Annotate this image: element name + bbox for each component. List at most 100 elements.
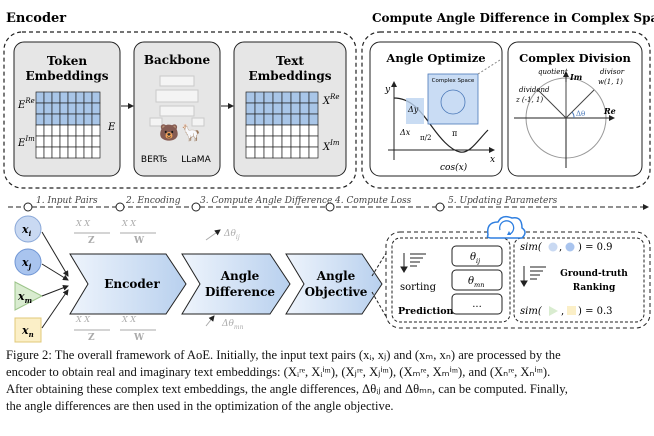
dx-label: Δx xyxy=(399,128,411,137)
svg-text:X X: X X xyxy=(75,315,90,324)
cos-label: cos(x) xyxy=(440,162,468,173)
svg-text:X X: X X xyxy=(75,219,90,228)
grid-cell xyxy=(75,135,85,148)
grid-cell xyxy=(43,146,53,159)
svg-text:xj: xj xyxy=(21,256,32,271)
flow-chevrons: Encoder Angle Difference Angle Objective xyxy=(69,253,383,315)
grid-cell xyxy=(299,113,310,126)
sim-top-value: ) = 0.9 xyxy=(578,242,613,253)
quotient-label: quotient xyxy=(538,68,568,76)
grid-cell xyxy=(281,113,292,126)
grid-cell xyxy=(290,113,301,126)
grid-cell xyxy=(263,102,274,115)
complex-panel: Compute Angle Difference in Complex Spac… xyxy=(361,11,654,189)
sorting-label: sorting xyxy=(400,282,437,293)
caption-line-2: encoder to obtain real and imaginary tex… xyxy=(6,365,551,379)
angle-optimize-box: Angle Optimize Complex Space y x Δy Δx π… xyxy=(369,41,503,177)
caption-line-1: Figure 2: The overall framework of AoE. … xyxy=(6,348,561,362)
x-im-label: XIm xyxy=(322,139,340,153)
grid-cell xyxy=(59,91,69,104)
grid-cell xyxy=(281,91,292,104)
token-embeddings-box: Token Embeddings ERe EIm E xyxy=(13,41,121,177)
grid-cell xyxy=(299,124,310,137)
grid-cell xyxy=(272,135,283,148)
grid-cell xyxy=(254,146,265,159)
sim-top-xi xyxy=(548,242,558,252)
grid-cell xyxy=(51,113,61,126)
grid-cell xyxy=(308,135,319,148)
svg-text:X X: X X xyxy=(121,315,136,324)
transformer-icon xyxy=(149,75,205,127)
grid-cell xyxy=(91,135,101,148)
llama-label: LLaMA xyxy=(181,155,211,165)
grid-cell xyxy=(263,146,274,159)
loss-panel: sorting Prediction θij θmn ... sim( , ) … xyxy=(385,231,651,329)
angle-objective-chevron xyxy=(285,253,383,315)
svg-text:xm: xm xyxy=(17,290,32,305)
grid-cell xyxy=(308,113,319,126)
sim-top: sim( xyxy=(520,242,543,253)
grid-cell xyxy=(35,135,45,148)
prediction-label: Prediction xyxy=(398,306,454,317)
svg-text:,: , xyxy=(561,306,564,317)
grid-cell xyxy=(35,124,45,137)
update-cloud-icon xyxy=(486,215,526,239)
grid-cell xyxy=(245,124,256,137)
sort-icon xyxy=(400,253,426,273)
grid-cell xyxy=(75,146,85,159)
encoder-panel: Encoder Token Embeddings ERe EIm E Backb… xyxy=(3,11,357,189)
grid-cell xyxy=(272,146,283,159)
grid-cell xyxy=(51,102,61,115)
dividend-label: dividend xyxy=(519,86,550,94)
grid-cell xyxy=(35,102,45,115)
svg-text:X X: X X xyxy=(121,219,136,228)
theta-mn-box: θmn xyxy=(468,276,484,289)
grid-cell xyxy=(43,91,53,104)
im-axis-label: Im xyxy=(569,72,582,82)
grid-cell xyxy=(281,135,292,148)
grid-cell xyxy=(59,124,69,137)
framework-diagram: Encoder Token Embeddings ERe EIm E Backb… xyxy=(3,11,654,343)
grid-cell xyxy=(51,124,61,137)
grid-cell xyxy=(245,135,256,148)
grid-cell xyxy=(91,124,101,137)
grid-cell xyxy=(51,91,61,104)
grid-cell xyxy=(281,102,292,115)
grid-cell xyxy=(272,91,283,104)
grid-cell xyxy=(254,91,265,104)
complex-division-title: Complex Division xyxy=(519,51,631,65)
input-xi xyxy=(14,215,42,243)
angle-difference-label-1: Angle xyxy=(220,269,260,283)
grid-cell xyxy=(308,102,319,115)
text-embeddings-title-2: Embeddings xyxy=(248,69,331,83)
slope-triangle xyxy=(406,98,424,124)
step-4: 4. Compute Loss xyxy=(334,196,412,206)
encoder-label: Encoder xyxy=(104,277,160,291)
grid-cell xyxy=(290,135,301,148)
grid-cell xyxy=(75,91,85,104)
delta-mn-label: Δθmn xyxy=(221,319,244,331)
encoder-title: Encoder xyxy=(6,11,66,26)
grid-cell xyxy=(290,146,301,159)
grid-cell xyxy=(35,91,45,104)
grid-cell xyxy=(59,135,69,148)
grid-cell xyxy=(254,102,265,115)
grid-cell xyxy=(272,124,283,137)
e-label: E xyxy=(107,122,116,133)
grid-cell xyxy=(83,91,93,104)
grid-cell xyxy=(290,91,301,104)
x-re-label: XRe xyxy=(322,93,340,107)
backbone-box: Backbone 🐻 🦙 BERTs LLaMA xyxy=(133,41,221,177)
grid-cell xyxy=(83,102,93,115)
angle-optimize-title: Angle Optimize xyxy=(385,51,485,65)
grid-cell xyxy=(245,146,256,159)
grid-cell xyxy=(263,113,274,126)
sim-bottom-value: ) = 0.3 xyxy=(578,306,613,317)
ground-truth-label: Ground-truth xyxy=(560,269,628,279)
grid-cell xyxy=(51,135,61,148)
half-pi-label: π/2 xyxy=(420,134,431,142)
grid-cell xyxy=(75,102,85,115)
dtheta-label: Δθ xyxy=(576,110,585,118)
grid-cell xyxy=(308,91,319,104)
grid-cell xyxy=(308,124,319,137)
